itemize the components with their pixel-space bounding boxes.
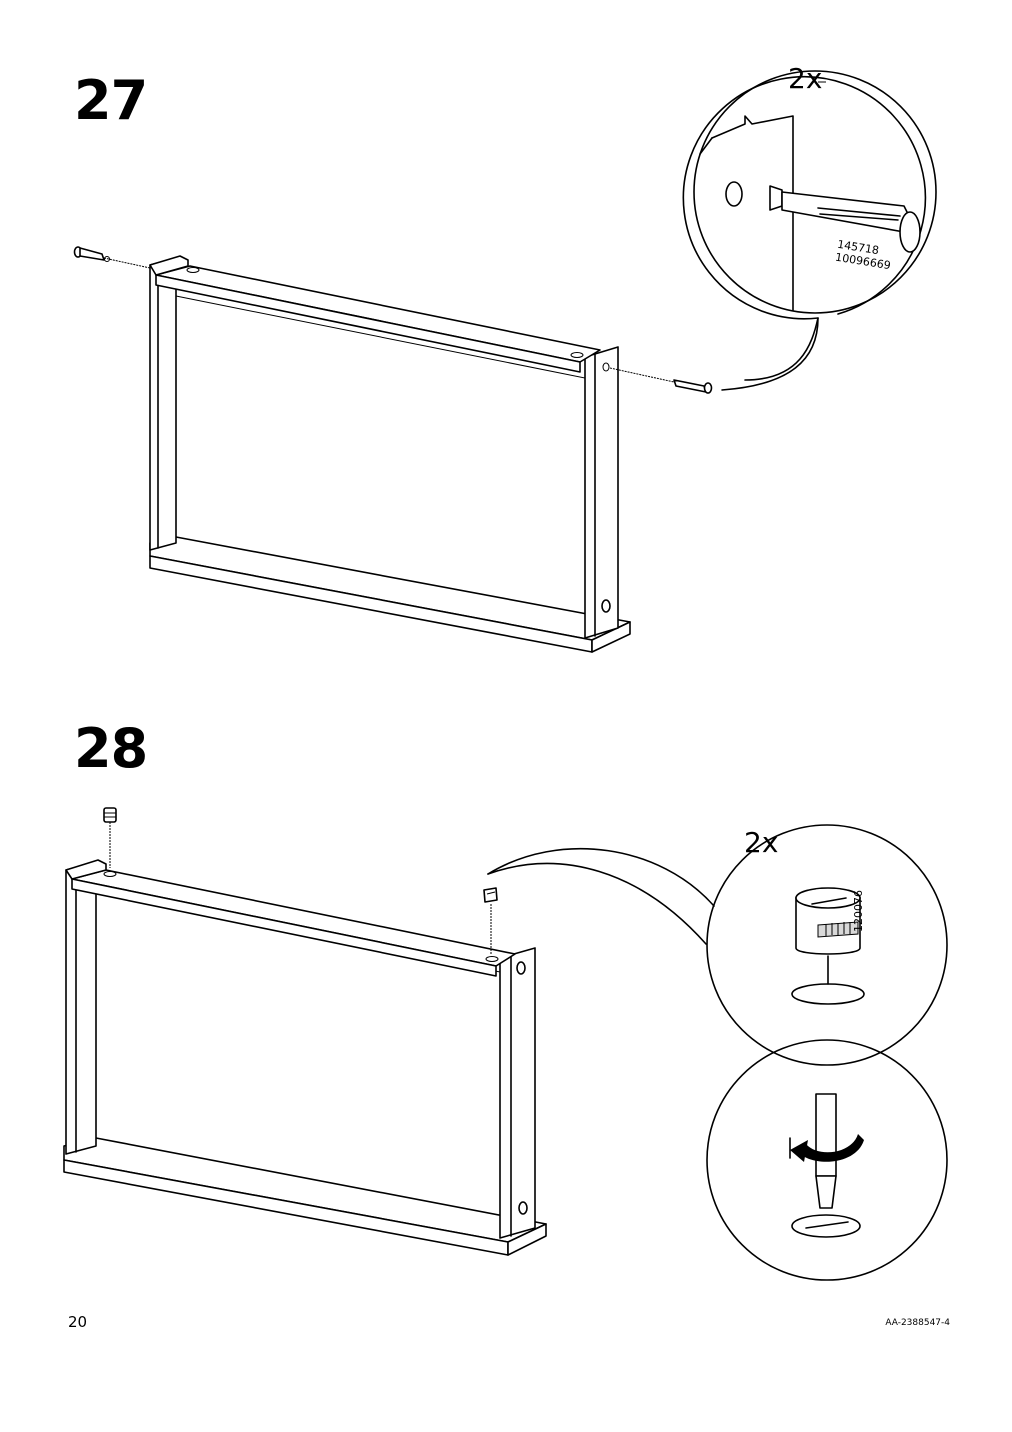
page-number: 20 [68, 1313, 88, 1331]
step-27-number: 27 [74, 69, 148, 132]
cam-lock-left-icon [103, 807, 117, 868]
step-28-frame-illustration [63, 807, 547, 1256]
dowel-right-icon [609, 367, 713, 394]
step-27-quantity: 2x [788, 62, 823, 95]
step-28-cam-lock-detail [487, 824, 948, 1066]
step-27-frame-illustration [73, 246, 713, 653]
step-27-dowel-detail [682, 70, 937, 391]
step-28-part-number: 120076 [852, 890, 865, 932]
document-id: AA-2388547-4 [885, 1318, 950, 1328]
dowel-left-icon [73, 246, 151, 269]
step-28-turn-detail [706, 1039, 948, 1281]
rotate-clockwise-icon [789, 1134, 864, 1162]
cam-lock-right-icon [483, 887, 498, 954]
step-28-quantity: 2x [744, 826, 779, 859]
step-28-number: 28 [74, 717, 148, 780]
